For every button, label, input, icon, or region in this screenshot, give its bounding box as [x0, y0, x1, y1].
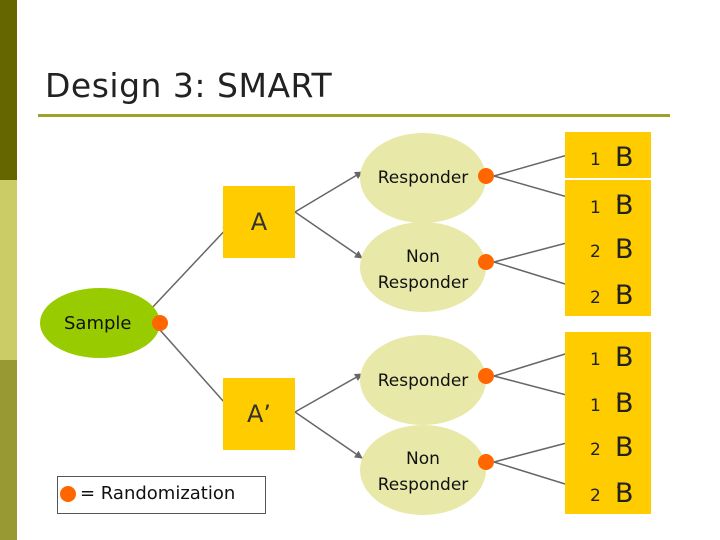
accent-bar-dark	[0, 0, 17, 180]
connector-aprime-nonresponder	[294, 411, 363, 459]
connector-sample-a	[149, 224, 231, 311]
sample-node	[40, 288, 160, 358]
connector-o4-b2p	[493, 461, 579, 490]
accent-bar-mid	[0, 360, 17, 540]
randomization-dot-o1	[478, 168, 494, 184]
option-subscript: 1	[590, 150, 601, 170]
outcome-node-1	[360, 133, 486, 223]
connector-o3-b1	[493, 348, 579, 377]
randomization-legend: = Randomization	[57, 476, 266, 514]
outcome-node-4	[360, 425, 486, 515]
outcome-label-line: Non	[406, 247, 440, 267]
legend-text: = Randomization	[80, 483, 236, 504]
outcome-label-1: Responder	[365, 165, 481, 191]
option-letter: B	[615, 432, 634, 463]
randomization-dot-o4	[478, 454, 494, 470]
outcome-label-4: Non Responder	[365, 446, 481, 498]
option-letter: B	[615, 280, 634, 311]
randomization-dot-o3	[478, 368, 494, 384]
randomization-dot-sample	[152, 315, 168, 331]
connector-o1-b1	[493, 150, 579, 177]
option-subscript: 2	[590, 288, 601, 308]
option-prime: ’	[615, 478, 623, 506]
outcome-label-line: Responder	[377, 371, 469, 391]
option-letter: B	[615, 478, 634, 509]
connector-o1-b1p	[493, 175, 579, 202]
outcome-label-3: Responder	[365, 368, 481, 394]
option-prime: ’	[615, 190, 623, 218]
outcome-label-line: Non	[406, 449, 440, 469]
option-letter: B	[615, 342, 634, 373]
connector-o3-b1p	[493, 375, 579, 401]
connector-aprime-responder	[294, 373, 363, 413]
treatment-a-prime-box: A’	[223, 378, 295, 450]
connector-o2-b2	[493, 237, 579, 263]
connector-o4-b2	[493, 437, 579, 463]
outcome-label-2: Non Responder	[365, 244, 481, 296]
accent-bar-light	[0, 180, 17, 360]
connector-a-nonresponder	[294, 211, 363, 259]
outcome-label-line: Responder	[377, 273, 469, 293]
option-prime: ’	[615, 388, 623, 416]
option-letter: B	[615, 234, 634, 265]
title-underline	[38, 114, 670, 117]
connector-a-responder	[294, 171, 363, 213]
option-letter: B	[615, 142, 634, 173]
outcome-node-3	[360, 335, 486, 425]
option-letter: B	[615, 388, 634, 419]
connector-o2-b2p	[493, 261, 579, 290]
option-subscript: 2	[590, 242, 601, 262]
option-subscript: 2	[590, 486, 601, 506]
option-prime: ’	[615, 280, 623, 308]
option-subscript: 2	[590, 440, 601, 460]
randomization-dot-icon	[60, 486, 76, 502]
randomization-dot-o2	[478, 254, 494, 270]
option-subscript: 1	[590, 396, 601, 416]
outcome-label-line: Responder	[377, 168, 469, 188]
option-subscript: 1	[590, 350, 601, 370]
option-subscript: 1	[590, 198, 601, 218]
treatment-a-box: A	[223, 186, 295, 258]
slide-title: Design 3: SMART	[45, 66, 333, 105]
option-letter: B	[615, 190, 634, 221]
sample-label: Sample	[64, 313, 132, 334]
outcome-node-2	[360, 222, 486, 312]
outcome-label-line: Responder	[377, 475, 469, 495]
